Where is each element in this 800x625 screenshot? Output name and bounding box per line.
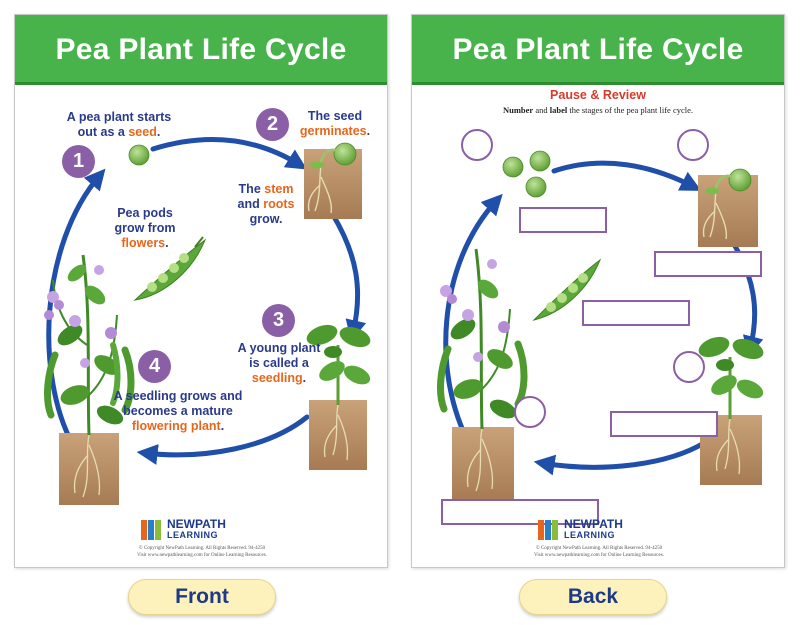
caption-line: A pea plant starts	[59, 110, 179, 125]
step-4-badge: 4	[138, 350, 171, 383]
caption-text: .	[165, 236, 169, 250]
seedling-icon	[306, 324, 371, 470]
caption-highlight: seed	[128, 125, 157, 139]
caption-line: out as a seed.	[59, 125, 179, 140]
caption-text: A young plant	[237, 341, 321, 355]
caption-line: A young plant	[229, 341, 329, 356]
label-box-seedling[interactable]	[610, 411, 718, 437]
caption-highlight: flowers	[121, 236, 166, 250]
caption-text: .	[156, 125, 161, 139]
back-title-banner	[412, 15, 784, 85]
caption-line: grow.	[231, 212, 301, 227]
caption-text: A seedling grows and	[113, 389, 243, 403]
newpath-logo: NEWPATH LEARNING	[141, 518, 271, 544]
caption-text: .	[302, 371, 307, 385]
number-circle-1[interactable]	[461, 129, 493, 161]
front-title: Pea Plant Life Cycle	[55, 33, 347, 66]
germinating-seed-icon	[304, 142, 362, 219]
flowering-plant-icon	[437, 248, 528, 501]
copyright-text: © Copyright NewPath Learning. All Rights…	[535, 546, 663, 551]
caption-line: Pea pods	[107, 206, 183, 221]
step-1-badge: 1	[62, 145, 95, 178]
caption-text: grow.	[249, 212, 283, 226]
caption-line: A seedling grows and	[107, 389, 249, 404]
back-cycle-illustration	[437, 150, 764, 501]
germinating-seed-icon	[698, 168, 758, 247]
step-3-badge: 3	[262, 304, 295, 337]
logo-mark-icon	[141, 520, 163, 540]
label-box-germinates[interactable]	[654, 251, 762, 277]
visit-text: Visit www.newpathlearning.com for Online…	[137, 553, 267, 558]
copyright-text: © Copyright NewPath Learning. All Rights…	[138, 546, 266, 551]
caption-line: flowers.	[107, 236, 183, 251]
logo-line1: NEWPATH	[167, 517, 226, 531]
front-tab-button[interactable]: Front	[128, 579, 276, 615]
caption-text: The	[238, 182, 265, 196]
back-title: Pea Plant Life Cycle	[452, 33, 744, 66]
caption-line: becomes a mature	[107, 404, 249, 419]
caption-text: The seed	[307, 109, 363, 123]
label-box-flowering-plant[interactable]	[441, 499, 599, 525]
number-circle-2[interactable]	[677, 129, 709, 161]
back-tab-button[interactable]: Back	[519, 579, 667, 615]
pea-pod-icon	[133, 236, 207, 301]
number-circle-4[interactable]	[514, 396, 546, 428]
logo-line2: LEARNING	[167, 530, 218, 540]
number-circle-3[interactable]	[673, 351, 705, 383]
caption-text: is called a	[249, 356, 309, 370]
step-2-badge: 2	[256, 108, 289, 141]
front-card: Pea Plant Life Cycle	[14, 14, 388, 568]
logo-mark-icon	[538, 520, 560, 540]
caption-text: Pea pods	[117, 206, 173, 220]
flowering-plant-icon	[44, 254, 135, 505]
caption-text: .	[220, 419, 225, 433]
caption-highlight: germinates	[299, 124, 367, 138]
caption-line: The stem	[231, 182, 301, 197]
caption-text: .	[366, 124, 371, 138]
caption-highlight: stem	[264, 182, 294, 196]
caption-line: grow from	[107, 221, 183, 236]
front-title-banner	[15, 15, 387, 85]
label-box-seed[interactable]	[519, 207, 607, 233]
caption-text: becomes a mature	[123, 404, 233, 418]
caption-text: and	[237, 197, 264, 211]
seedling-icon	[698, 336, 764, 485]
review-instruction: Number and label the stages of the pea p…	[502, 105, 694, 115]
caption-line: flowering plant.	[107, 419, 249, 434]
caption-line: and roots	[231, 197, 301, 212]
logo-line2: LEARNING	[564, 530, 615, 540]
caption-highlight: roots	[263, 197, 295, 211]
back-card: Pea Plant Life Cycle Pause & Review Numb…	[411, 14, 785, 568]
caption-highlight: flowering plant	[131, 419, 221, 433]
caption-line: The seed	[285, 109, 385, 124]
caption-highlight: seedling	[251, 371, 303, 385]
caption-text: grow from	[114, 221, 176, 235]
front-cycle-illustration	[44, 137, 371, 505]
cycle-arrows	[443, 160, 764, 476]
label-box-stem-roots[interactable]	[582, 300, 690, 326]
pause-review-title: Pause & Review	[550, 88, 646, 102]
caption-line: germinates.	[285, 124, 385, 139]
caption-text: A pea plant starts	[66, 110, 172, 124]
cycle-arrows	[46, 137, 367, 465]
newpath-logo: NEWPATH LEARNING	[538, 518, 668, 544]
seed-icons	[502, 150, 551, 198]
pea-pod-icon	[532, 258, 602, 321]
logo-line1: NEWPATH	[564, 517, 623, 531]
caption-line: seedling.	[229, 371, 329, 386]
seed-icon	[128, 144, 150, 166]
visit-text: Visit www.newpathlearning.com for Online…	[534, 553, 664, 558]
caption-line: is called a	[229, 356, 329, 371]
caption-text: out as a	[77, 125, 129, 139]
